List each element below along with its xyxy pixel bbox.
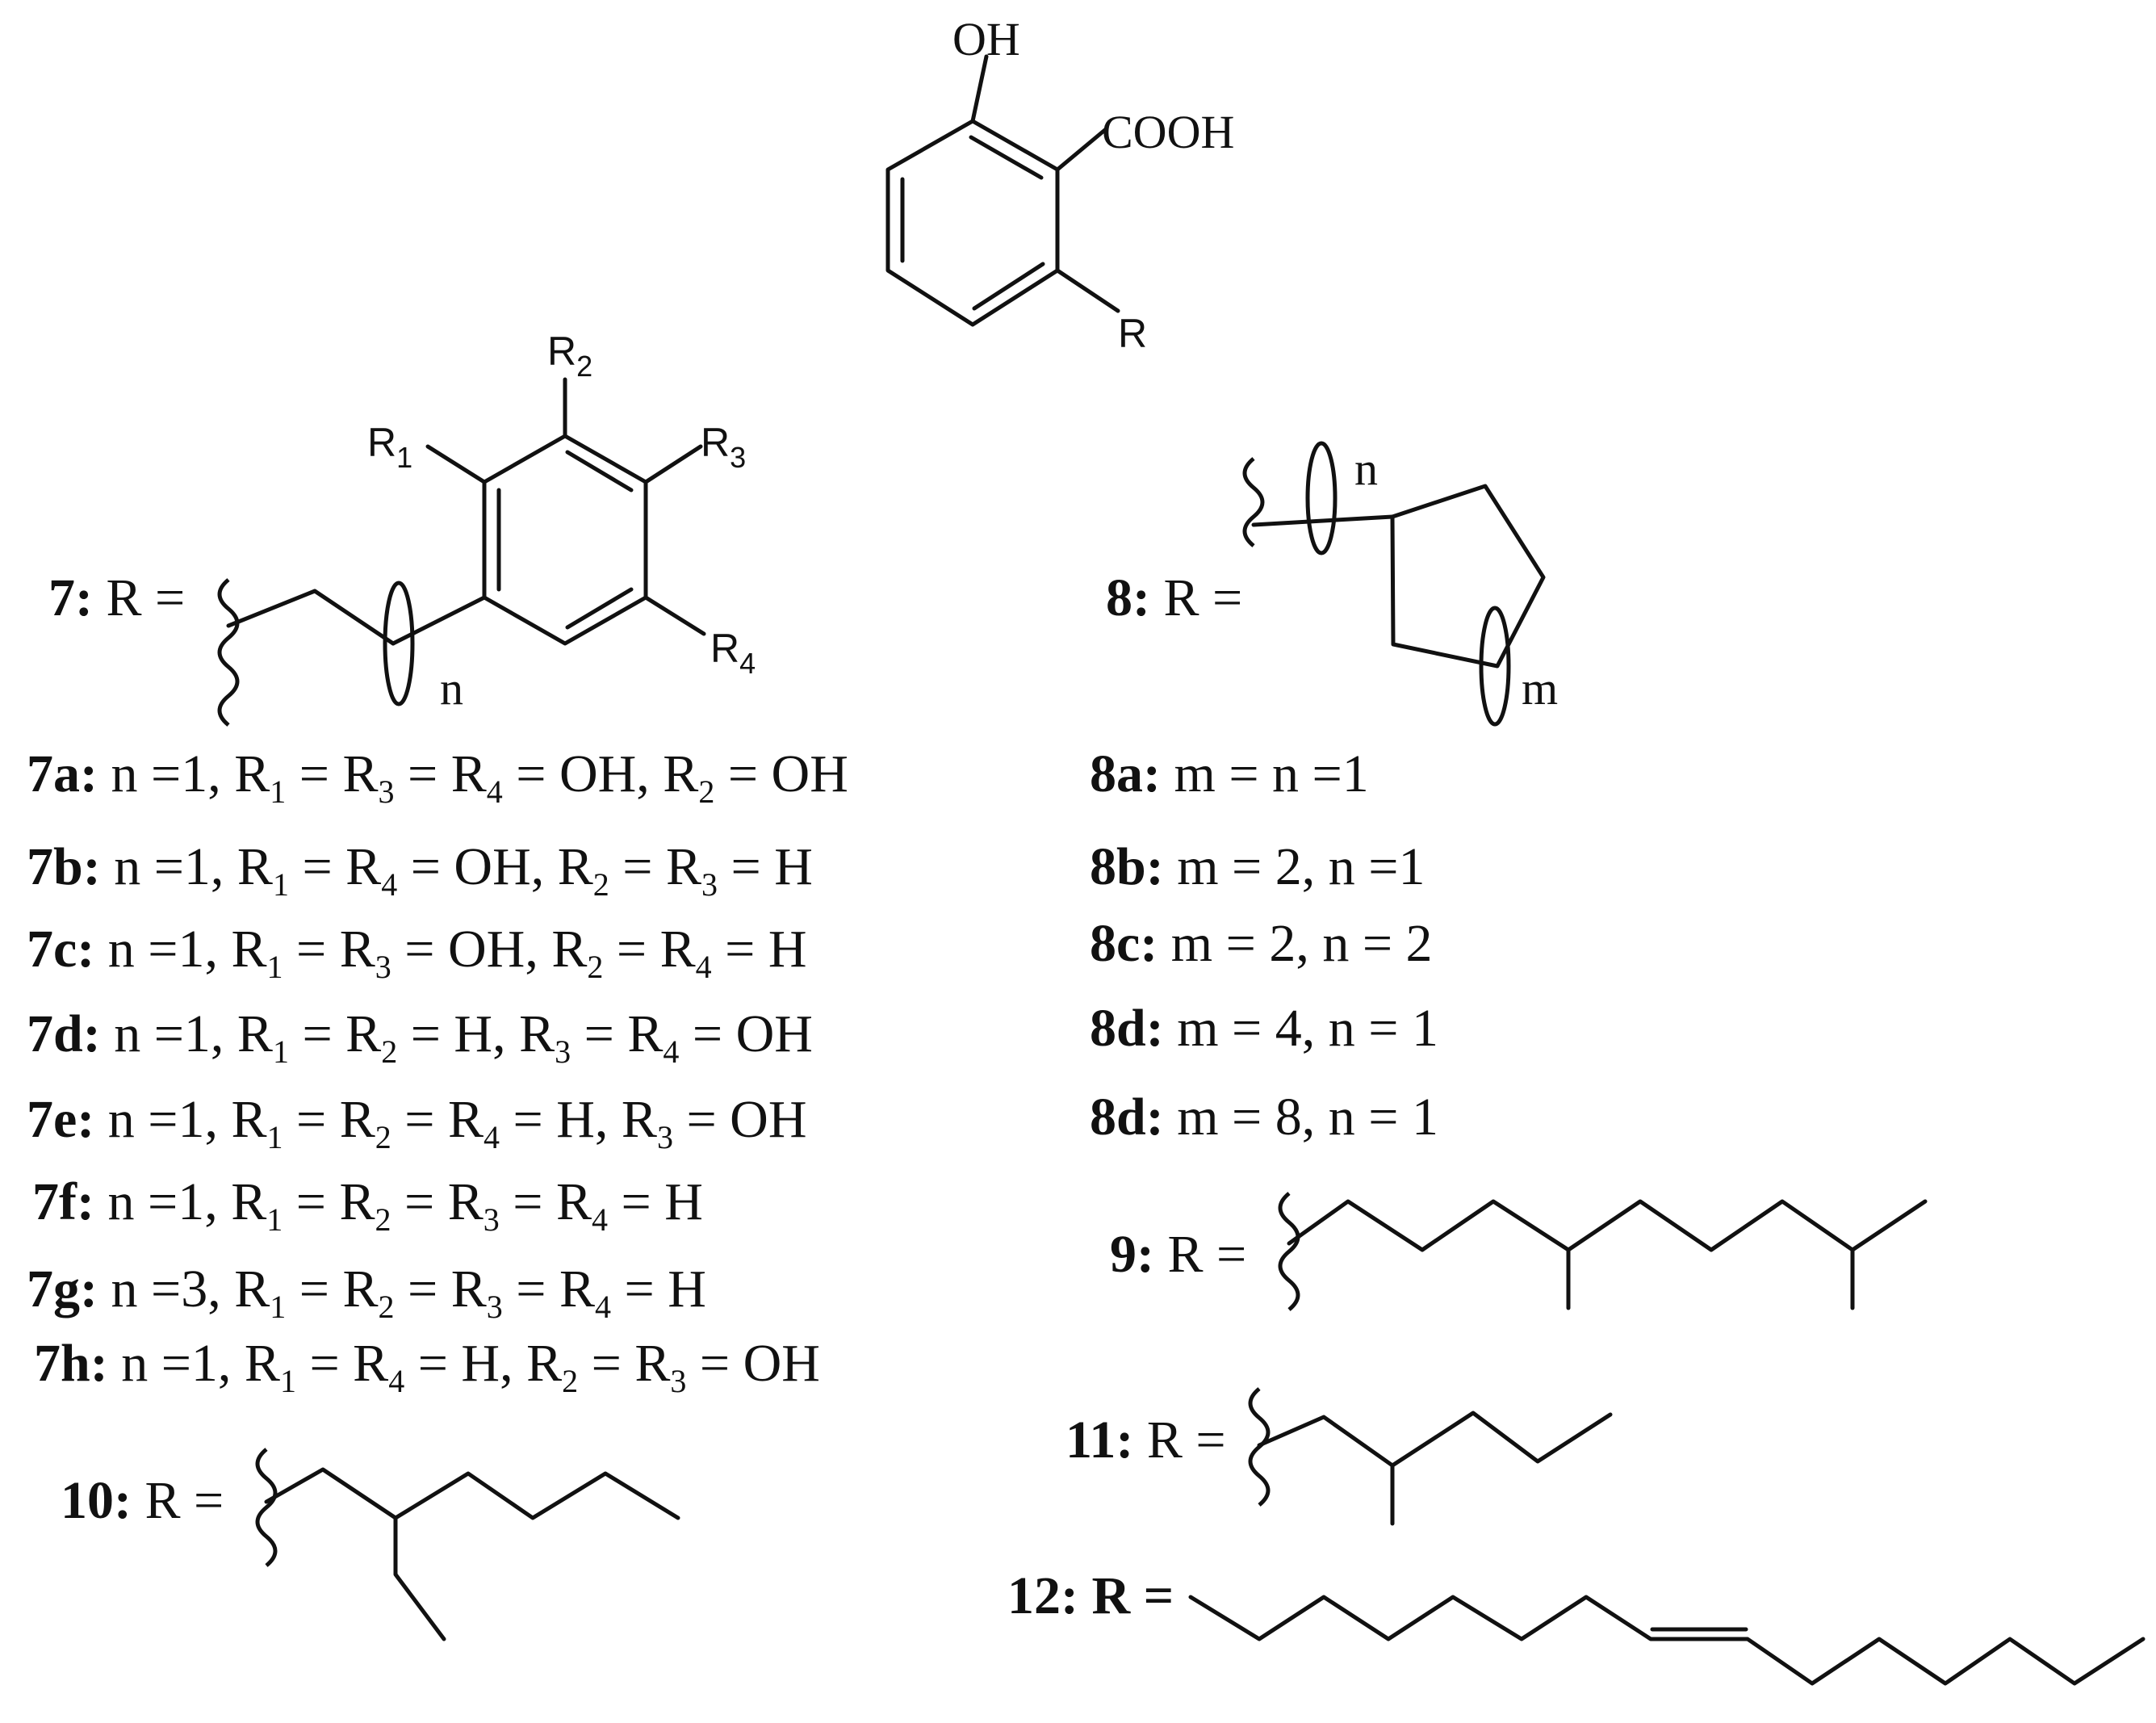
svg-text:8: R =: 8: R =: [1106, 568, 1242, 627]
substituent-10: 10: R =: [61, 1448, 680, 1641]
repeat-bracket-7: [383, 581, 415, 706]
ring7-inner-top: [565, 450, 634, 493]
n-label-8: n: [1354, 442, 1378, 495]
label-7-eq: R =: [93, 568, 185, 627]
list7-row-7c: 7c: n =1, R1 = R3 = OH, R2 = R4 = H: [27, 920, 807, 985]
wavy-attachment-8: [1242, 457, 1265, 547]
list7-row-7a: 7a: n =1, R1 = R3 = R4 = OH, R2 = OH: [27, 744, 848, 810]
list7-row-7f: 7f: n =1, R1 = R2 = R3 = R4 = H: [32, 1172, 703, 1238]
svg-text:11: R =: 11: R =: [1065, 1411, 1226, 1469]
substituent-12: 12: R =: [1007, 1566, 2146, 1686]
chain-11: [1257, 1411, 1613, 1468]
list8-row-8c: 8c: m = 2, n = 2: [1090, 914, 1433, 973]
substituent-9: 9: R =: [1110, 1192, 1928, 1311]
core-oh-label: OH: [952, 13, 1020, 65]
repeat-bracket-8m: [1479, 606, 1511, 727]
core-structure: OH COOH R: [885, 13, 1234, 356]
chain-12: [1188, 1595, 2146, 1686]
svg-text:9: R =: 9: R =: [1110, 1225, 1246, 1284]
label-10-number: 10:: [61, 1471, 132, 1530]
chain-9: [1287, 1199, 1928, 1252]
substituent-8: 8: R = n m: [1106, 441, 1558, 727]
label-9-eq: R =: [1154, 1225, 1246, 1284]
n-label-7: n: [440, 662, 463, 715]
list8-row-8d-second: 8d: m = 8, n = 1: [1090, 1088, 1438, 1147]
substituent-11: 11: R =: [1065, 1387, 1613, 1526]
r4-label: R4: [710, 626, 756, 680]
benzene-ring-7: [482, 434, 648, 646]
wavy-attachment-7: [217, 578, 240, 727]
cycloalkyl-ring-8: [1390, 484, 1546, 669]
list7-row-7e: 7e: n =1, R1 = R2 = R4 = H, R3 = OH: [27, 1090, 807, 1155]
list8-row-8b: 8b: m = 2, n =1: [1090, 837, 1425, 896]
label-12-number: 12:: [1007, 1566, 1078, 1625]
repeat-bracket-8n: [1305, 441, 1338, 555]
list8-row-8d: 8d: m = 4, n = 1: [1090, 999, 1438, 1058]
label-11-number: 11:: [1065, 1411, 1133, 1469]
core-inner-bond-top: [969, 135, 1044, 180]
core-cooh-bond: [1055, 127, 1108, 172]
chain-7-bond3: [391, 595, 487, 646]
core-oh-bond: [970, 54, 989, 124]
core-inner-bond-bottom: [972, 262, 1045, 311]
core-benzene-ring: [885, 119, 1060, 327]
list8-row-8a: 8a: m = n =1: [1090, 744, 1369, 803]
r1-bond: [425, 444, 487, 484]
list7-row-7h: 7h: n =1, R1 = R4 = H, R2 = R3 = OH: [34, 1334, 820, 1399]
label-7-number: 7:: [48, 568, 93, 627]
label-10-eq: R =: [132, 1471, 224, 1530]
list-8: 8a: m = n =1 8b: m = 2, n =1 8c: m = 2, …: [1090, 744, 1438, 1147]
r2-label: R2: [547, 329, 592, 383]
m-label-8: m: [1522, 662, 1558, 715]
chain-7-bond2: [312, 589, 396, 646]
core-r-bond: [1055, 268, 1120, 313]
r3-label: R3: [701, 420, 746, 474]
r3-bond: [643, 444, 703, 484]
label-12-eq: R =: [1078, 1566, 1174, 1625]
list7-row-7g: 7g: n =3, R1 = R2 = R3 = R4 = H: [27, 1260, 706, 1325]
label-8-number: 8:: [1106, 568, 1150, 627]
wavy-attachment-9: [1278, 1192, 1300, 1311]
chain-10-ethyl: [393, 1515, 446, 1641]
substituent-7: 7: R = n R1 R2 R3 R4: [48, 329, 756, 727]
label-8-eq: R =: [1150, 568, 1242, 627]
label-9-number: 9:: [1110, 1225, 1154, 1284]
list7-row-7b: 7b: n =1, R1 = R4 = OH, R2 = R3 = H: [27, 837, 813, 903]
label-11-eq: R =: [1133, 1411, 1225, 1469]
r4-bond: [643, 595, 706, 636]
chain-10: [264, 1467, 680, 1520]
list7-row-7d: 7d: n =1, R1 = R2 = H, R3 = R4 = OH: [27, 1004, 813, 1070]
ring7-inner-bottom: [565, 587, 634, 630]
chain-8-bond: [1251, 514, 1395, 527]
svg-text:7: R =: 7: R =: [48, 568, 185, 627]
wavy-attachment-10: [255, 1448, 278, 1567]
core-cooh-label: COOH: [1102, 106, 1234, 158]
list-7: 7a: n =1, R1 = R3 = R4 = OH, R2 = OH 7b:…: [27, 744, 848, 1399]
chain-7-bond1: [226, 589, 317, 628]
svg-text:10: R =: 10: R =: [61, 1471, 224, 1530]
svg-text:12: R =: 12: R =: [1007, 1566, 1174, 1625]
r1-label: R1: [367, 420, 412, 474]
core-r-label: R: [1118, 311, 1147, 356]
